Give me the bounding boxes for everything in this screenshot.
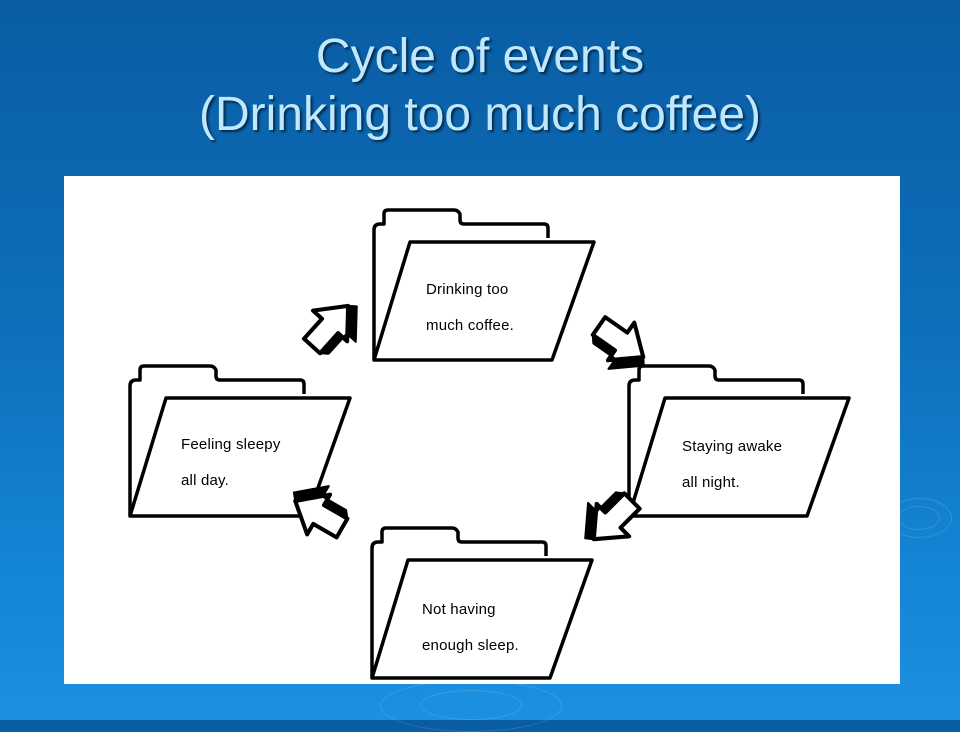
node-not-enough-sleep-line1: Not having — [422, 601, 496, 618]
node-feeling-sleepy: Feeling sleepy all day. — [181, 418, 281, 490]
node-not-enough-sleep: Not having enough sleep. — [422, 583, 519, 655]
title-line-1: Cycle of events — [315, 30, 645, 83]
ripple-decoration — [420, 690, 522, 720]
node-drinking: Drinking too much coffee. — [426, 263, 514, 335]
arrow-icon-drinking-to-awake — [582, 307, 661, 384]
node-staying-awake: Staying awake all night. — [682, 420, 782, 492]
title-line-2: (Drinking too much coffee) — [198, 88, 762, 141]
diagram-panel: Drinking too much coffee. Staying awake … — [64, 176, 900, 684]
node-staying-awake-line1: Staying awake — [682, 438, 783, 455]
node-drinking-line1: Drinking too — [426, 281, 509, 298]
slide-title: Cycle of events (Drinking too much coffe… — [0, 28, 960, 144]
node-feeling-sleepy-line1: Feeling sleepy — [181, 436, 281, 453]
node-staying-awake-line2: all night. — [682, 474, 740, 491]
node-not-enough-sleep-line2: enough sleep. — [422, 637, 519, 654]
node-feeling-sleepy-line2: all day. — [181, 472, 230, 489]
node-drinking-line2: much coffee. — [426, 317, 515, 334]
arrow-icon-sleepy-to-drinking — [295, 287, 374, 366]
